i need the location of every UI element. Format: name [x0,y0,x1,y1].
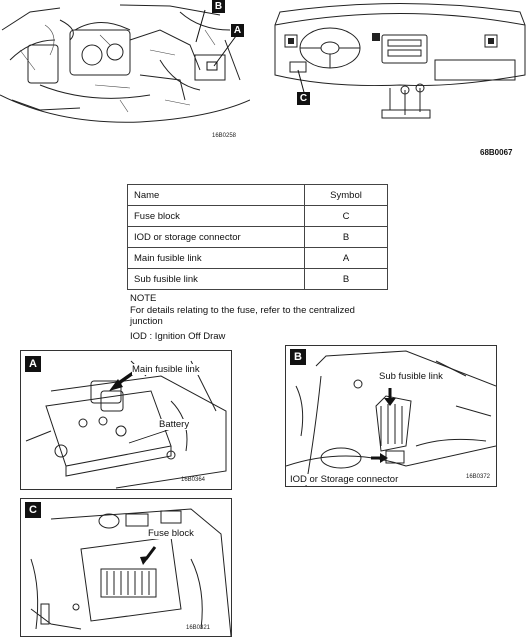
page-reference: 68B0067 [480,148,513,157]
panel-a-code: 16B0364 [181,477,206,483]
table-row: Main fusible link A [127,247,388,269]
panel-c-code: 16B0321 [186,625,211,631]
cell-symbol: B [304,268,388,290]
header-symbol: Symbol [304,184,388,206]
sub-fusible-link-label: Sub fusible link [379,371,443,382]
callout-b: B [212,0,225,13]
panel-b-tag: B [290,349,306,365]
cell-name: Main fusible link [127,247,305,269]
panel-a-tag: A [25,356,41,372]
cell-name: Sub fusible link [127,268,305,290]
note-heading: NOTE [130,293,157,304]
panel-c-tag: C [25,502,41,518]
panel-b-code: 16B0372 [466,474,491,480]
panel-b-figure: B Sub fusible link IOD or Storage connec… [285,345,497,487]
sub-fusible-link-drawing [286,350,496,486]
dashboard-drawing [274,3,526,119]
cell-symbol: B [304,226,388,248]
table-row: IOD or storage connector B [127,226,388,248]
fuse-block-drawing [30,508,231,636]
battery-label: Battery [159,419,190,430]
iod-connector-label: IOD or Storage connector [290,474,399,485]
fuse-block-label: Fuse block [148,528,194,539]
cell-name: Fuse block [127,205,305,227]
callout-c: C [297,92,310,105]
cell-symbol: A [304,247,388,269]
table-header-row: Name Symbol [127,184,388,206]
panel-c-figure: C Fuse block 16B0321 [20,498,232,637]
engine-compartment-drawing [0,4,250,123]
table-row: Sub fusible link B [127,268,388,290]
note-line-3: IOD : Ignition Off Draw [130,331,226,342]
callout-a: A [231,24,244,37]
component-location-table: Name Symbol Fuse block C IOD or storage … [127,184,388,290]
table-row: Fuse block C [127,205,388,227]
cell-name: IOD or storage connector [127,226,305,248]
cell-symbol: C [304,205,388,227]
note-line-2: junction [130,316,163,327]
header-name: Name [127,184,305,206]
engine-compartment-figure: B A 16B0258 [0,0,250,145]
battery-drawing [25,360,227,489]
main-fusible-link-label: Main fusible link [132,364,200,375]
panel-a-figure: A Main fusible link Battery 16B0364 [20,350,232,490]
note-line-1: For details relating to the fuse, refer … [130,305,355,316]
dashboard-figure: C [270,0,528,125]
figure-code: 16B0258 [212,133,237,139]
